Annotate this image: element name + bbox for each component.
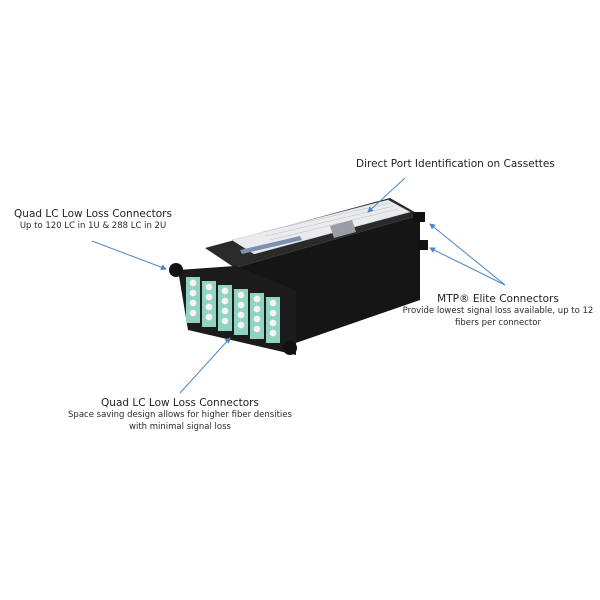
callout-mtp-elite: MTP® Elite Connectors Provide lowest sig… <box>398 293 598 329</box>
callout-mtp-elite-subtitle-1: Provide lowest signal loss available, up… <box>402 306 594 316</box>
label-bar <box>240 236 302 254</box>
mtp-connector-top <box>413 212 425 222</box>
callout-mtp-elite-subtitle-2: fibers per connector <box>454 318 541 328</box>
callout-quad-lc-front-title: Quad LC Low Loss Connectors <box>101 397 259 409</box>
arrow-mtp-top <box>429 223 506 286</box>
thumbscrew-right-icon <box>283 341 297 355</box>
arrow-port-id <box>367 177 406 213</box>
arrow-quad-lc-side <box>91 240 167 271</box>
callout-quad-lc-front-subtitle-2: with minimal signal loss <box>129 422 231 432</box>
thumbscrew-left-icon <box>169 263 183 277</box>
mtp-connector-bottom <box>418 240 428 250</box>
label-grid <box>330 220 356 238</box>
lc-adapter-array <box>186 277 280 343</box>
callout-quad-lc-side-title: Quad LC Low Loss Connectors <box>14 208 172 220</box>
callout-mtp-elite-title: MTP® Elite Connectors <box>437 293 559 305</box>
callout-quad-lc-front: Quad LC Low Loss Connectors Space saving… <box>65 397 295 433</box>
arrow-quad-lc-front <box>179 337 231 394</box>
arrow-mtp-bottom <box>429 247 506 286</box>
callout-quad-lc-front-subtitle-1: Space saving design allows for higher fi… <box>68 410 292 420</box>
callout-port-id-title: Direct Port Identification on Cassettes <box>356 158 555 170</box>
callout-port-id: Direct Port Identification on Cassettes <box>356 158 555 170</box>
callout-quad-lc-side-subtitle: Up to 120 LC in 1U & 288 LC in 2U <box>19 221 167 231</box>
callout-quad-lc-side: Quad LC Low Loss Connectors Up to 120 LC… <box>8 208 178 232</box>
